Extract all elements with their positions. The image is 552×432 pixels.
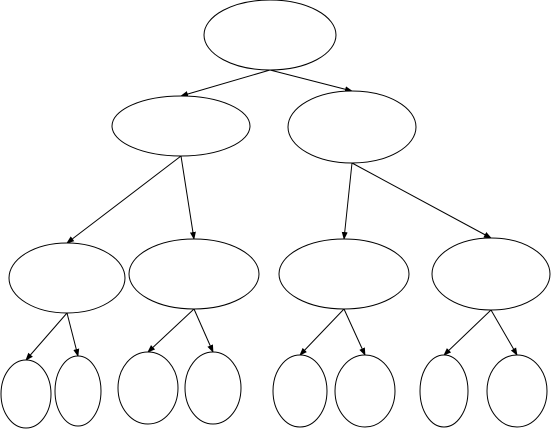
- tree-node-n10: [184, 351, 242, 425]
- edge-n2-n6: [351, 162, 492, 239]
- tree-node-n8: [54, 355, 102, 427]
- tree-node-n4: [128, 238, 260, 310]
- tree-node-n2: [287, 90, 417, 164]
- edge-n4-n10: [193, 308, 214, 353]
- edge-n3-n8: [66, 312, 80, 357]
- tree-node-n9: [117, 351, 179, 425]
- edge-n0-n1: [180, 69, 271, 97]
- edge-n6-n14: [490, 309, 518, 356]
- tree-node-n0: [203, 0, 337, 71]
- tree-node-n3: [8, 242, 126, 314]
- edges-layer: [25, 69, 518, 361]
- tree-node-n1: [111, 95, 251, 157]
- edge-n5-n11: [299, 308, 345, 356]
- edge-n1-n3: [66, 155, 182, 244]
- edge-n5-n12: [343, 308, 366, 356]
- edge-n2-n5: [341, 162, 353, 240]
- tree-node-n5: [278, 238, 410, 310]
- edge-n3-n7: [25, 312, 68, 361]
- edge-n0-n2: [269, 69, 353, 93]
- tree-node-n6: [431, 237, 551, 311]
- edge-n4-n9: [147, 308, 195, 353]
- edge-n6-n13: [443, 309, 492, 356]
- tree-node-n7: [0, 359, 52, 429]
- edge-n1-n4: [180, 155, 196, 240]
- tree-node-n14: [486, 354, 548, 428]
- tree-node-n13: [419, 354, 469, 428]
- tree-node-n11: [272, 354, 328, 428]
- tree-node-n12: [334, 354, 396, 428]
